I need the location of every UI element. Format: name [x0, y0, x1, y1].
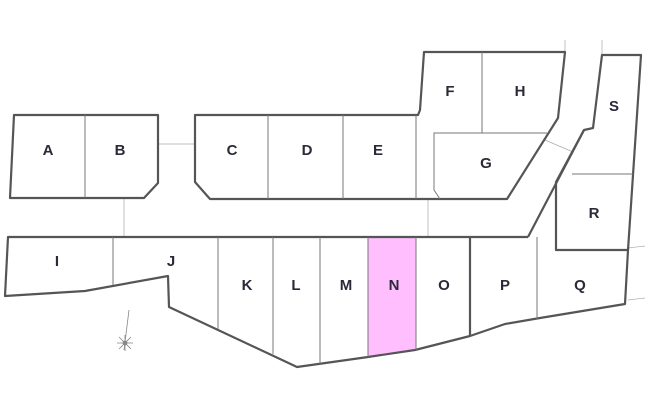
lot-label-g[interactable]: G [480, 155, 492, 172]
lot-label-a[interactable]: A [43, 142, 54, 159]
lot-label-s[interactable]: S [609, 98, 619, 115]
block-bottom-outline [3, 235, 630, 369]
lot-label-k[interactable]: K [242, 277, 253, 294]
lot-divider [433, 132, 547, 200]
block-rs-outline [554, 53, 643, 252]
lot-label-c[interactable]: C [227, 142, 238, 159]
lot-label-q[interactable]: Q [574, 277, 586, 294]
north-arrow-icon [117, 309, 133, 351]
lot-labels: A B C D E F H G S R I J K L M N O P Q [43, 83, 619, 294]
lot-label-o[interactable]: O [438, 277, 450, 294]
road-lines [123, 40, 646, 301]
lot-label-h[interactable]: H [515, 83, 526, 100]
block-ab-outline [8, 113, 160, 200]
lot-label-l[interactable]: L [291, 277, 300, 294]
road-edge [527, 129, 585, 238]
lot-label-m[interactable]: M [340, 277, 353, 294]
lot-label-f[interactable]: F [445, 83, 454, 100]
lot-label-i[interactable]: I [55, 253, 59, 270]
lot-label-r[interactable]: R [589, 205, 600, 222]
lot-label-b[interactable]: B [115, 142, 126, 159]
lot-label-p[interactable]: P [500, 277, 510, 294]
lot-label-d[interactable]: D [302, 142, 313, 159]
lot-label-j[interactable]: J [167, 253, 175, 270]
lot-n-highlight[interactable] [368, 237, 416, 357]
lot-label-n[interactable]: N [389, 277, 400, 294]
lot-label-e[interactable]: E [373, 142, 383, 159]
block-cdefgh-outline [193, 50, 567, 201]
